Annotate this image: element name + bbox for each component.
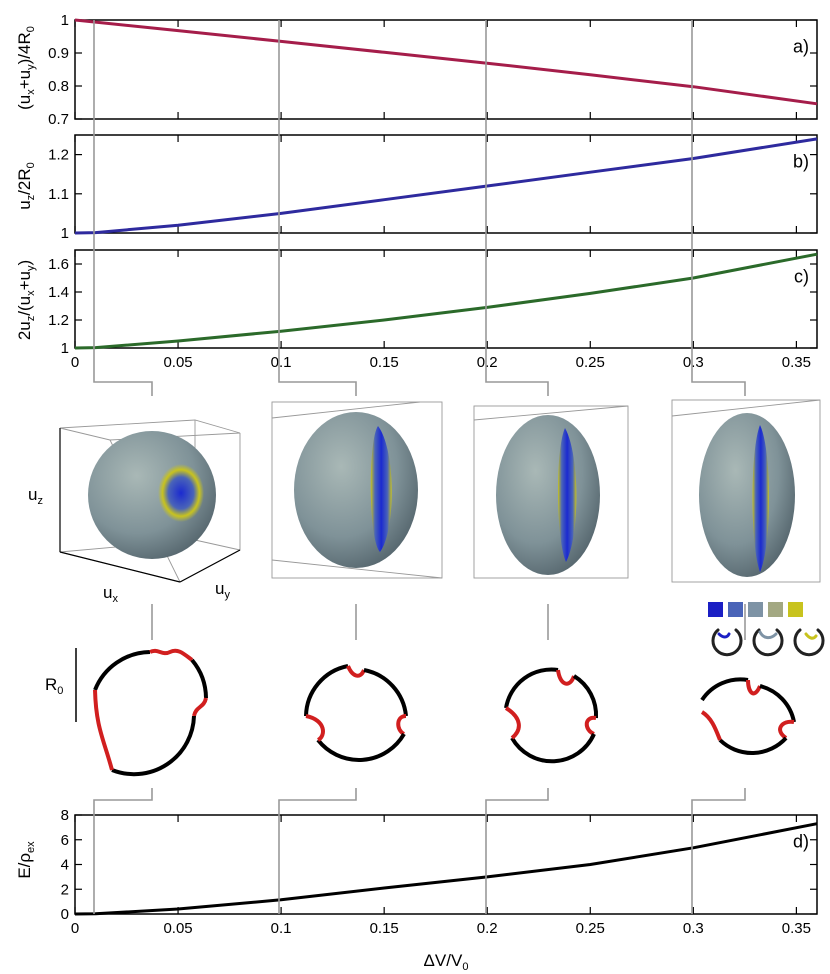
series-line-c — [74, 252, 818, 350]
xtick-label-c-7: 0.35 — [782, 354, 811, 371]
series-line-a — [74, 18, 818, 106]
axis3d-uz: uz — [28, 485, 43, 507]
ylabel-a: (ux+uy)/4R0 — [15, 26, 37, 110]
frame-c — [74, 249, 818, 349]
ylabel-d: E/ρex — [15, 841, 37, 879]
axis3d-ux: ux — [103, 583, 118, 605]
ytick-label-d-0: 0 — [61, 906, 69, 923]
connector-1-bottom — [93, 788, 153, 914]
cross-section-1 — [93, 648, 208, 777]
ytick-label-d-2: 4 — [61, 857, 69, 874]
xtick-label-d-1: 0.05 — [163, 920, 192, 937]
axis3d-uy: uy — [215, 579, 230, 601]
ytick-label-c-2: 1.4 — [48, 284, 69, 301]
xtick-label-c-4: 0.2 — [477, 354, 498, 371]
xtick-label-c-5: 0.25 — [576, 354, 605, 371]
xtick-label-d-2: 0.1 — [271, 920, 292, 937]
frame-d — [74, 814, 818, 915]
scale-bar-label: R0 — [45, 675, 63, 697]
xlabel: ΔV/V0 — [424, 951, 469, 973]
frame-a — [74, 19, 818, 120]
snapshot-3d-1 — [59, 419, 241, 583]
ytick-label-c-1: 1.2 — [48, 312, 69, 329]
swatch-3 — [768, 602, 783, 617]
panel-tag-c: c) — [794, 266, 809, 286]
ytick-label-a-1: 0.8 — [48, 78, 69, 95]
panel-tag-d: d) — [793, 832, 809, 852]
connector-1-top — [93, 20, 153, 396]
connector-3-top — [485, 20, 549, 396]
ylabel-c: 2uz/(ux+uy) — [15, 260, 37, 340]
snapshot-connectors — [93, 20, 746, 914]
ytick-label-a-3: 1 — [61, 12, 69, 29]
ytick-label-a-2: 0.9 — [48, 45, 69, 62]
cross-section-2 — [304, 664, 408, 762]
xtick-label-d-4: 0.2 — [477, 920, 498, 937]
xtick-label-c-6: 0.3 — [683, 354, 704, 371]
connector-4-top — [691, 20, 746, 396]
connector-2-top — [278, 20, 357, 396]
ytick-label-a-0: 0.7 — [48, 111, 69, 128]
swatch-2 — [748, 602, 763, 617]
colorbar-glyphs — [711, 628, 825, 657]
swatch-1 — [728, 602, 743, 617]
xtick-label-d-5: 0.25 — [576, 920, 605, 937]
ytick-label-b-2: 1.2 — [48, 147, 69, 164]
xtick-label-d-6: 0.3 — [683, 920, 704, 937]
xtick-label-c-0: 0 — [71, 354, 79, 371]
cross-section-3 — [504, 667, 599, 764]
panel-b-uz: 1 1.1 1.2 b) — [48, 134, 818, 242]
ylabel-b: uz/2R0 — [15, 162, 37, 210]
ytick-label-d-1: 2 — [61, 881, 69, 898]
connector-2-bottom — [278, 788, 357, 914]
xtick-label-d-7: 0.35 — [782, 920, 811, 937]
connector-3-bottom — [485, 788, 549, 914]
ytick-label-d-3: 6 — [61, 832, 69, 849]
ytick-label-c-0: 1 — [61, 340, 69, 357]
panel-tag-a: a) — [793, 37, 809, 57]
ytick-label-b-0: 1 — [61, 225, 69, 242]
xtick-label-c-3: 0.15 — [370, 354, 399, 371]
panel-a-ratio-xy: 0.7 0.8 0.9 1 a) — [48, 12, 818, 128]
xtick-label-d-3: 0.15 — [370, 920, 399, 937]
colorbar — [708, 602, 803, 617]
xtick-label-d-0: 0 — [71, 920, 79, 937]
connector-4-bottom — [691, 788, 746, 914]
ytick-label-c-3: 1.6 — [48, 256, 69, 273]
ytick-label-d-4: 8 — [61, 807, 69, 824]
series-line-b — [74, 137, 818, 235]
series-line-d — [74, 822, 818, 916]
cross-section-4 — [700, 677, 796, 755]
xtick-label-c-1: 0.05 — [163, 354, 192, 371]
xtick-label-c-2: 0.1 — [271, 354, 292, 371]
panel-tag-b: b) — [793, 151, 809, 171]
snapshot-3d-4 — [671, 399, 821, 583]
swatch-4 — [788, 602, 803, 617]
snapshot-3d-2 — [271, 401, 443, 579]
panel-c-aspect: 1 1.2 1.4 1.6 0 0.05 0.1 0.15 0.2 0.25 0.3 0.35 c) — [48, 249, 818, 371]
snapshot-3d-3 — [473, 405, 629, 579]
frame-b — [74, 134, 818, 234]
panel-d-energy: 0 2 4 6 8 0 0.05 0.1 0.15 0.2 0.25 0.3 0.35 d) — [61, 807, 818, 937]
ytick-label-b-1: 1.1 — [48, 186, 69, 203]
swatch-0 — [708, 602, 723, 617]
